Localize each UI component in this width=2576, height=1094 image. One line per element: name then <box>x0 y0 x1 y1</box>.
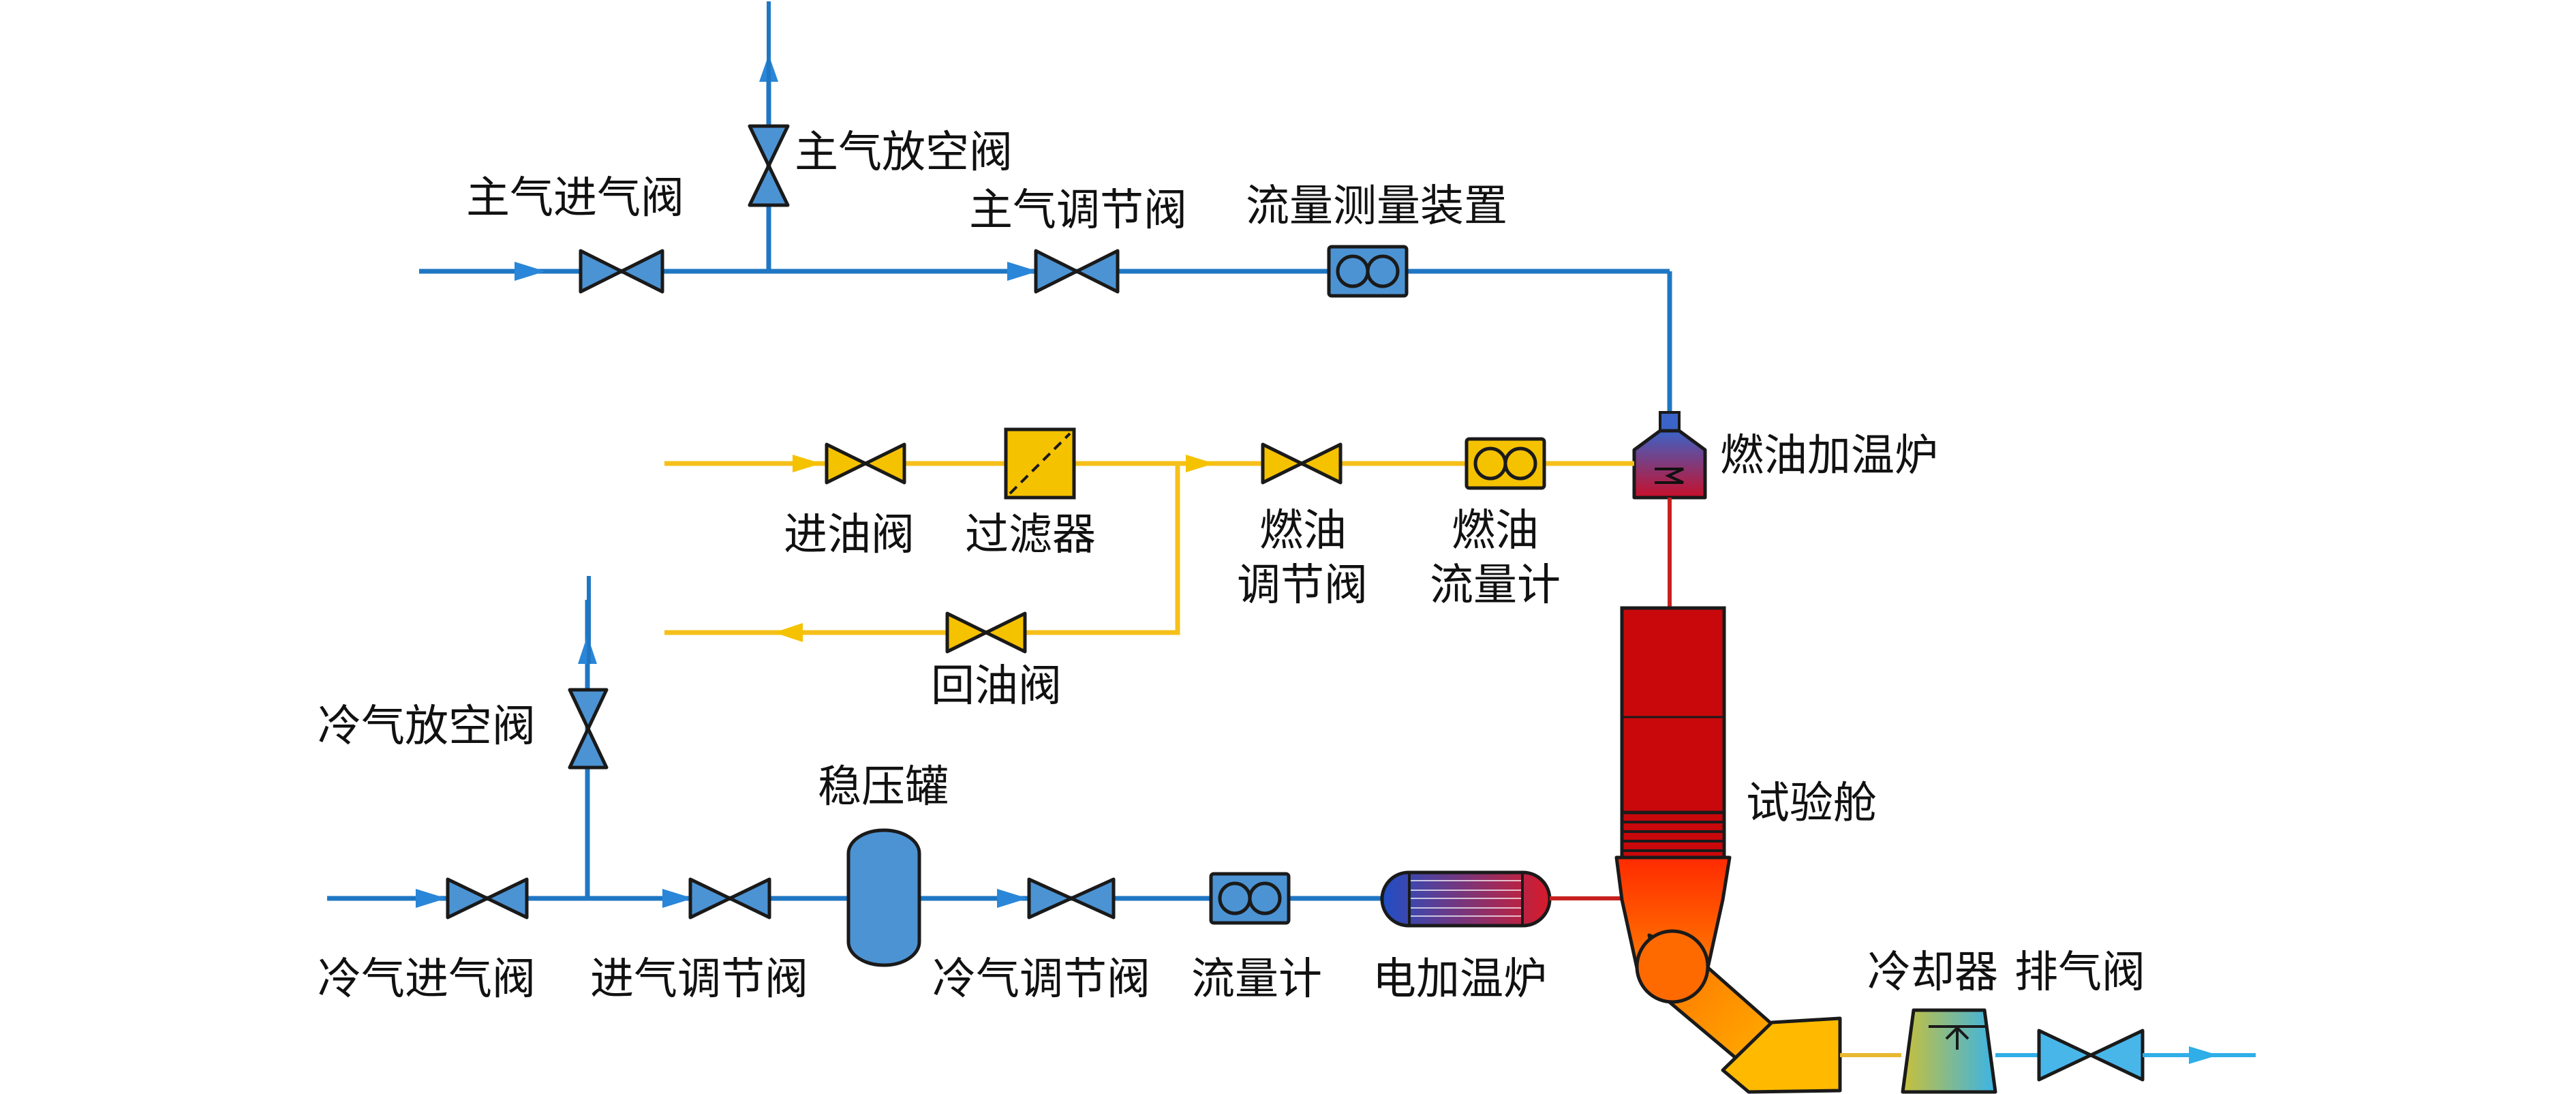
label-cold-regulating-valve: 冷气调节阀 <box>932 954 1150 1005</box>
exhaust-arrow-icon <box>2189 1046 2218 1064</box>
inlet-regulating-valve[interactable] <box>688 877 771 920</box>
exhaust-valve[interactable] <box>2037 1029 2145 1082</box>
cold-regulating-valve[interactable] <box>1027 877 1116 920</box>
main-inlet-arrow-icon <box>515 262 545 281</box>
main-air-line <box>419 72 1672 412</box>
label-oil-return-valve: 回油阀 <box>931 661 1062 712</box>
main-inlet-valve[interactable] <box>579 249 664 294</box>
exhaust-duct <box>1614 855 1842 1094</box>
label-main-vent-valve: 主气放空阀 <box>795 127 1013 178</box>
flowmeter[interactable] <box>1209 872 1291 925</box>
label-main-inlet-valve: 主气进气阀 <box>466 173 684 224</box>
label-cooler: 冷却器 <box>1867 947 1998 998</box>
label-fuel-regulating-valve-line2: 调节阀 <box>1237 560 1368 611</box>
fuel-flow-arrow-icon <box>1186 455 1214 472</box>
label-inlet-regulating-valve: 进气调节阀 <box>590 954 808 1005</box>
cold-vent-valve[interactable] <box>568 688 609 770</box>
main-flow-arrow-icon <box>1007 262 1038 281</box>
oil-return-valve[interactable] <box>945 611 1027 654</box>
label-fuel-heater: 燃油加温炉 <box>1720 431 1938 481</box>
label-electric-heater: 电加温炉 <box>1373 954 1547 1005</box>
cold-inlet-valve[interactable] <box>446 877 529 920</box>
label-oil-inlet-valve: 进油阀 <box>784 510 915 560</box>
cold-flow-arrow-icon <box>662 889 693 908</box>
label-test-chamber: 试验舱 <box>1746 778 1877 829</box>
flow-measuring-device[interactable] <box>1327 245 1409 298</box>
label-filter: 过滤器 <box>965 510 1096 560</box>
test-chamber[interactable] <box>1620 606 1726 860</box>
electric-heater[interactable] <box>1380 870 1552 928</box>
fuel-heater[interactable] <box>1632 411 1707 500</box>
cold-flow-arrow-2-icon <box>997 889 1028 908</box>
cold-inlet-arrow-icon <box>416 889 446 908</box>
label-main-regulating-valve: 主气调节阀 <box>969 185 1187 236</box>
fuel-flowmeter[interactable] <box>1465 437 1546 490</box>
fuel-return-arrow-icon <box>774 623 803 642</box>
label-fuel-flowmeter-line1: 燃油 <box>1452 506 1539 556</box>
oil-inlet-valve[interactable] <box>825 442 906 485</box>
label-fuel-flowmeter-line2: 流量计 <box>1430 560 1561 611</box>
labels: 主气进气阀 主气放空阀 主气调节阀 流量测量装置 燃油加温炉 进油阀 过滤器 燃… <box>318 127 2145 1005</box>
surge-tank[interactable] <box>846 828 921 967</box>
cooler[interactable] <box>1901 1008 1997 1094</box>
label-exhaust-valve: 排气阀 <box>2014 947 2145 998</box>
main-regulating-valve[interactable] <box>1034 249 1120 294</box>
label-surge-tank: 稳压罐 <box>818 762 949 812</box>
label-cold-vent-valve: 冷气放空阀 <box>318 701 536 752</box>
label-flow-measuring-device: 流量测量装置 <box>1246 181 1507 232</box>
label-cold-inlet-valve: 冷气进气阀 <box>318 954 536 1005</box>
label-fuel-regulating-valve-line1: 燃油 <box>1259 506 1347 556</box>
label-flowmeter: 流量计 <box>1191 954 1322 1005</box>
fuel-regulating-valve[interactable] <box>1261 442 1343 485</box>
filter[interactable] <box>1004 427 1076 500</box>
fuel-inlet-arrow-icon <box>793 455 821 472</box>
main-vent-valve[interactable] <box>748 124 790 207</box>
